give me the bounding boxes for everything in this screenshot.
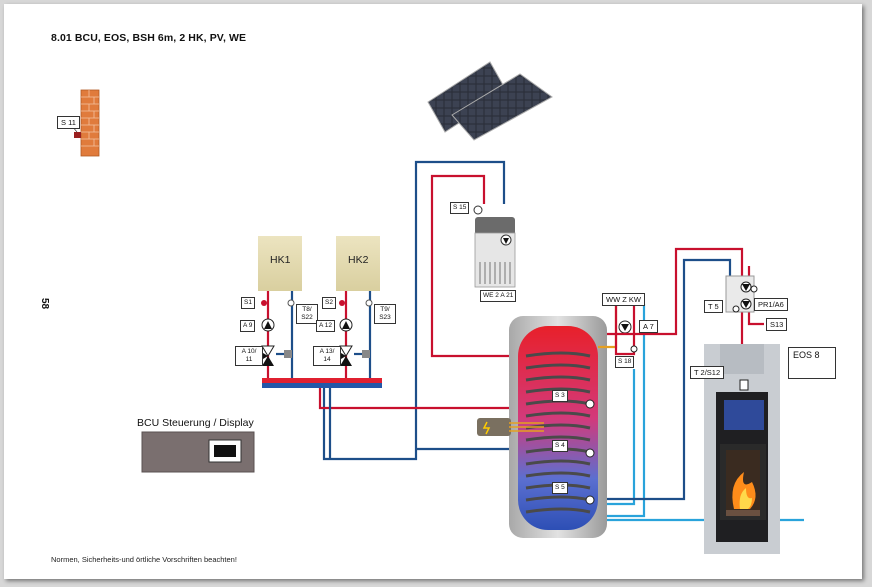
label-t8-s22: T8/ S22	[296, 304, 318, 324]
stove-eos	[704, 344, 780, 554]
heating-circuits	[258, 236, 382, 388]
bcu-controller-device	[141, 431, 255, 473]
hk1-label: HK1	[270, 254, 291, 266]
pv-panels	[427, 61, 553, 141]
label-pr1-a6: PR1/A6	[754, 298, 788, 311]
label-t2-s12: T 2/S12	[690, 366, 725, 379]
diagram-page: 8.01 BCU, EOS, BSH 6m, 2 HK, PV, WE 58 N…	[4, 4, 862, 579]
label-s11: S 11	[57, 116, 80, 129]
label-s3: S 3	[552, 390, 568, 402]
label-t9-s23: T9/ S23	[374, 304, 396, 324]
label-a9: A 9	[240, 320, 256, 332]
label-we2: WE 2 A 21	[480, 290, 517, 302]
label-s1: S1	[241, 297, 255, 309]
label-s18: S 18	[615, 356, 635, 368]
diagram-title: 8.01 BCU, EOS, BSH 6m, 2 HK, PV, WE	[51, 32, 247, 44]
label-s13: S13	[766, 318, 788, 331]
label-s2: S2	[322, 297, 336, 309]
label-a7: A 7	[639, 320, 658, 333]
footer-note: Normen, Sicherheits-und örtliche Vorschr…	[51, 555, 237, 564]
label-t5: T 5	[704, 300, 723, 313]
hk2-label: HK2	[348, 254, 369, 266]
outdoor-wall	[71, 89, 100, 157]
label-s5: S 5	[552, 482, 568, 494]
label-ww-z-kw: WW Z KW	[602, 293, 645, 306]
label-s4: S 4	[552, 440, 568, 452]
buffer-tank	[477, 316, 607, 538]
label-s15: S 15	[450, 202, 470, 214]
hydraulic-diagram	[71, 61, 804, 554]
label-a12: A 12	[316, 320, 336, 332]
label-a13-14: A 13/ 14	[313, 346, 341, 366]
heat-pump-unit	[473, 205, 516, 288]
solar-loop	[322, 160, 509, 461]
label-a10-11: A 10/ 11	[235, 346, 263, 366]
stove-valve-group	[725, 275, 758, 313]
manifold-pipes	[318, 388, 509, 459]
controller-label: BCU Steuerung / Display	[137, 417, 254, 429]
label-eos8: EOS 8	[788, 347, 836, 379]
